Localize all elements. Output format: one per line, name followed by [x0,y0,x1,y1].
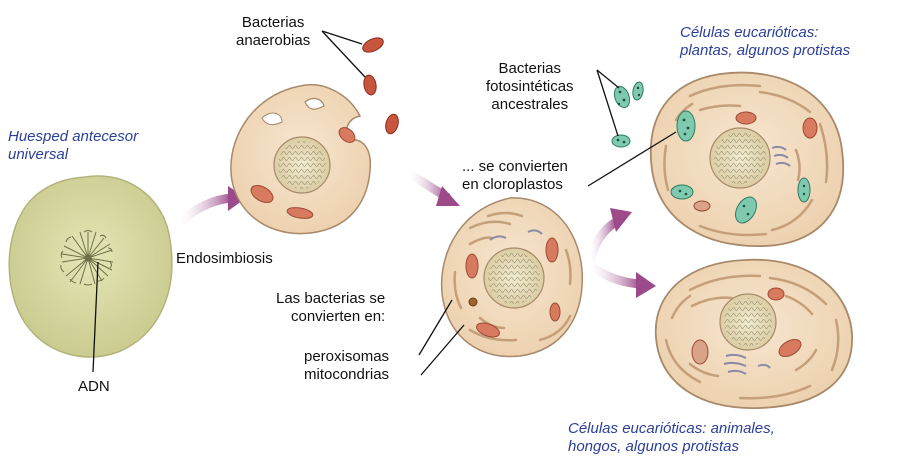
bacteria-become-label: Las bacterias se convierten en: [276,290,385,326]
host-label: Huesped antecesor universal [8,128,138,164]
photo-label-line1: Bacterias [486,60,574,78]
plant-caption-line1: Células eucarióticas: [680,24,850,42]
organelles-label: peroxisomas mitocondrias [304,348,389,384]
photo-label-line2: fotosintéticas [486,78,574,96]
photosynthetic-bacteria-label: Bacterias fotosintéticas ancestrales [486,60,574,114]
animal-cell [656,260,852,408]
anaerobic-bacteria-label: Bacterias anaerobias [236,14,310,50]
host-label-line2: universal [8,146,138,164]
plant-caption-line2: plantas, algunos protistas [680,42,850,60]
plant-cells-caption: Células eucarióticas: plantas, algunos p… [680,24,850,60]
become-label-line1: Las bacterias se [276,290,385,308]
dna-label: ADN [78,378,110,396]
arrow-endosymbiosis [180,198,232,222]
mitochondria-leader [421,325,464,375]
anaerobic-label-line2: anaerobias [236,32,310,50]
anaerobic-bacteria [360,35,400,135]
engulfing-cell [231,85,370,234]
photo-label-line3: ancestrales [486,96,574,114]
animal-caption-line2: hongos, algunos protistas [568,438,775,456]
plant-cell [651,73,843,247]
peroxisomes-label: peroxisomas [304,348,389,366]
host-cell [9,176,172,357]
animal-cells-caption: Células eucarióticas: animales, hongos, … [568,420,775,456]
mitochondria-label: mitocondrias [304,366,389,384]
anaerobic-label-line1: Bacterias [236,14,310,32]
photosynthetic-bacteria [612,81,645,147]
chloroplast-label-line1: ... se convierten [462,158,568,176]
host-label-line1: Huesped antecesor [8,128,138,146]
animal-caption-line1: Células eucarióticas: animales, [568,420,775,438]
become-label-line2: convierten en: [276,308,385,326]
chloroplast-label-line2: en cloroplastos [462,176,568,194]
peroxisome-leader [419,300,452,355]
intermediate-cell [442,198,583,357]
chloroplast-label: ... se convierten en cloroplastos [462,158,568,194]
endosymbiosis-label: Endosimbiosis [176,250,273,268]
